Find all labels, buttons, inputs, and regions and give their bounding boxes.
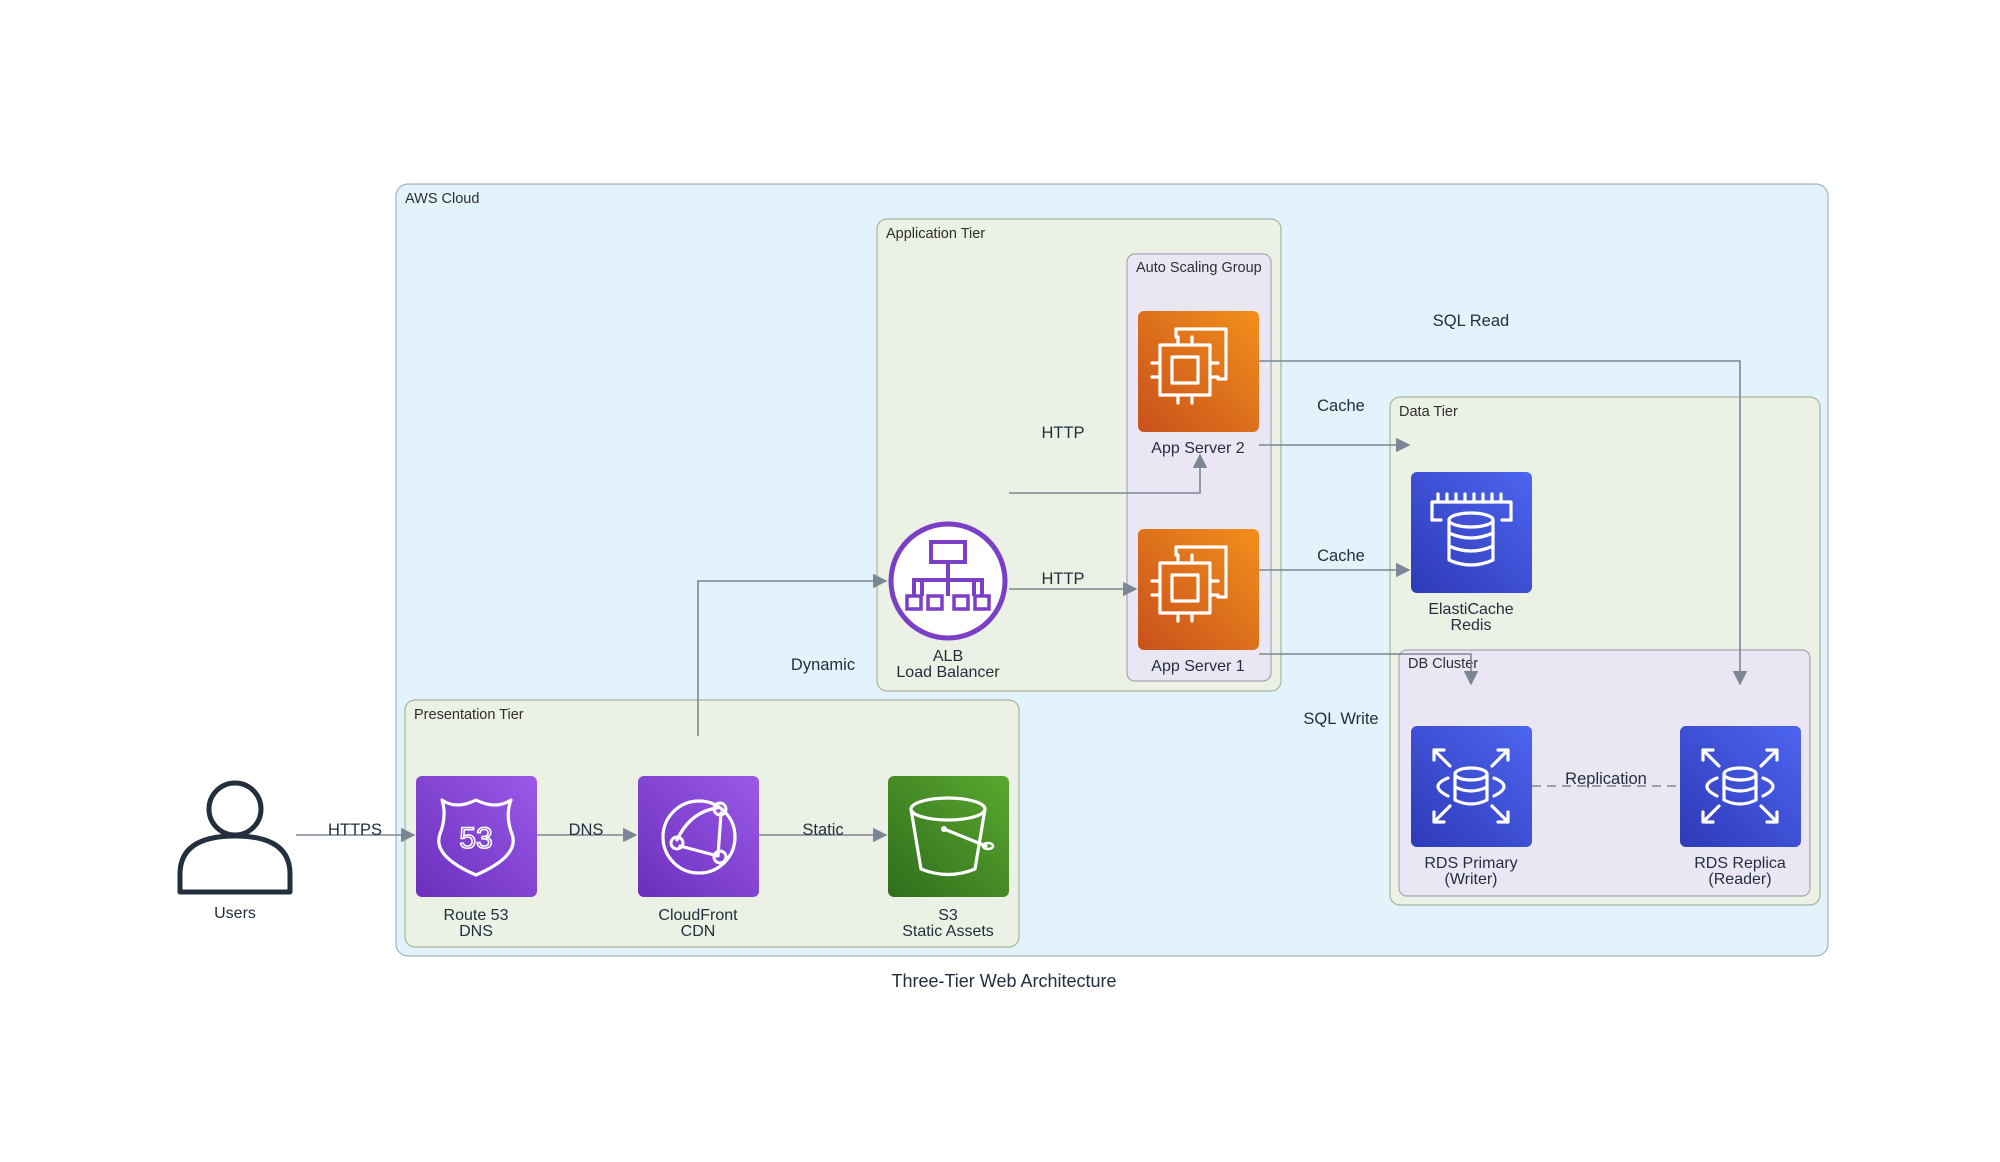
- rds-icon: [1432, 748, 1510, 824]
- node-label-cloudfront-line1: CloudFront: [658, 907, 738, 924]
- node-alb[interactable]: ALB Load Balancer: [888, 521, 1008, 681]
- node-cloudfront[interactable]: CloudFront CDN: [638, 776, 759, 940]
- node-label-alb-line1: ALB: [933, 648, 963, 665]
- node-label-app-server-1: App Server 1: [1151, 658, 1244, 675]
- cluster-label-presentation-tier: Presentation Tier: [414, 707, 524, 723]
- elasticache-icon: [1430, 492, 1513, 567]
- node-label-alb-line2: Load Balancer: [896, 664, 1000, 681]
- node-label-elasticache-line1: ElastiCache: [1428, 601, 1513, 618]
- ec2-chip-icon: [1150, 327, 1228, 405]
- edge-app-server-2-replica: [1259, 360, 1748, 686]
- node-s3[interactable]: S3 Static Assets: [888, 776, 1009, 940]
- edge-alb-app-server-2: [1009, 453, 1208, 494]
- svg-text:53: 53: [459, 822, 492, 855]
- load-balancer-icon: [888, 521, 1008, 641]
- node-app-server-1[interactable]: App Server 1: [1138, 529, 1259, 675]
- cluster-label-data-tier: Data Tier: [1399, 404, 1458, 420]
- cluster-label-db-cluster: DB Cluster: [1408, 656, 1478, 672]
- edge-label-dns: DNS: [569, 821, 604, 839]
- node-label-cloudfront-line2: CDN: [681, 923, 716, 940]
- edge-label-https: HTTPS: [328, 821, 382, 839]
- edge-labels: HTTPS DNS Static Dynamic HTTP HTTP Cache…: [328, 312, 1647, 839]
- edge-label-cache-app2: Cache: [1317, 397, 1365, 415]
- edge-label-sql-write: SQL Write: [1303, 710, 1378, 728]
- edge-app-server-1-primary: [1259, 653, 1479, 686]
- node-users[interactable]: Users: [177, 780, 293, 922]
- node-elasticache[interactable]: ElastiCache Redis: [1411, 472, 1532, 634]
- node-label-elasticache-line2: Redis: [1451, 617, 1492, 634]
- node-route53[interactable]: 53 Route 53 DNS: [416, 776, 537, 940]
- edges: [296, 360, 1748, 843]
- ec2-chip-icon: [1150, 545, 1228, 623]
- s3-bucket-icon: [909, 796, 995, 877]
- cluster-label-auto-scaling-group: Auto Scaling Group: [1136, 260, 1262, 276]
- route53-icon: 53: [437, 798, 515, 877]
- node-app-server-2[interactable]: App Server 2: [1138, 311, 1259, 457]
- cluster-label-application-tier: Application Tier: [886, 226, 985, 242]
- node-label-route53-line1: Route 53: [444, 907, 509, 924]
- cluster-label-aws-cloud: AWS Cloud: [405, 191, 479, 207]
- node-rds-primary[interactable]: RDS Primary (Writer): [1411, 726, 1532, 888]
- node-label-app-server-2: App Server 2: [1151, 440, 1244, 457]
- rds-icon: [1701, 748, 1779, 824]
- node-label-rds-primary-line2: (Writer): [1444, 871, 1497, 888]
- node-label-s3-line2: Static Assets: [902, 923, 994, 940]
- node-label-s3-line1: S3: [938, 907, 958, 924]
- cloudfront-icon: [661, 799, 737, 875]
- edge-cloudfront-alb: [697, 573, 888, 736]
- node-label-rds-replica-line1: RDS Replica: [1694, 855, 1786, 872]
- edge-label-replication: Replication: [1565, 770, 1647, 788]
- user-icon: [177, 780, 293, 895]
- edge-label-http-app1: HTTP: [1041, 570, 1084, 588]
- node-label-users: Users: [214, 905, 256, 922]
- diagram-title: Three-Tier Web Architecture: [891, 971, 1116, 991]
- node-rds-replica[interactable]: RDS Replica (Reader): [1680, 726, 1801, 888]
- edge-label-cache-app1: Cache: [1317, 547, 1365, 565]
- node-label-rds-primary-line1: RDS Primary: [1424, 855, 1517, 872]
- edge-label-static: Static: [802, 821, 843, 839]
- edge-label-sql-read: SQL Read: [1433, 312, 1509, 330]
- node-label-rds-replica-line2: (Reader): [1708, 871, 1771, 888]
- node-label-route53-line2: DNS: [459, 923, 493, 940]
- edge-label-http-app2: HTTP: [1041, 424, 1084, 442]
- edge-label-dynamic: Dynamic: [791, 656, 855, 674]
